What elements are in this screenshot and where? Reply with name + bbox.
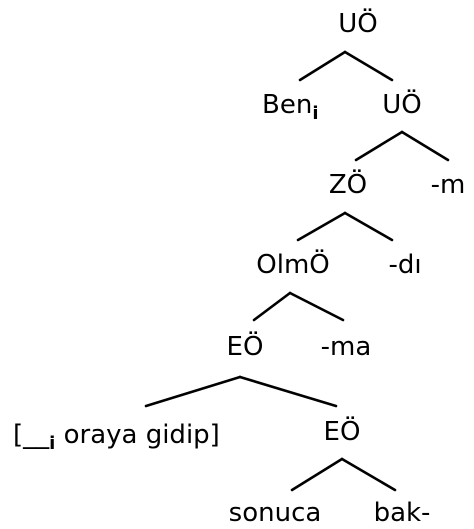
node-clause-open: [__ xyxy=(13,420,50,450)
node-eo-1: EÖ xyxy=(227,330,264,362)
edge-eo1-right xyxy=(238,375,338,408)
edge-uo2-right xyxy=(400,130,450,162)
edge-root-right xyxy=(343,50,394,82)
node-suffix-m: -m xyxy=(431,170,466,200)
node-olmo: OlmÖ xyxy=(256,248,329,280)
edge-olmo-left xyxy=(252,291,292,322)
edge-olmo-right xyxy=(288,291,345,322)
node-bak: bak- xyxy=(374,498,431,528)
node-suffix-ma: -ma xyxy=(321,332,372,362)
node-ben-label: Ben xyxy=(262,90,312,120)
node-ben-index: i xyxy=(312,103,318,124)
node-clause-index: i xyxy=(49,433,55,454)
node-suffix-di: -dı xyxy=(388,250,421,280)
edge-eo1-left xyxy=(144,375,242,408)
edge-zo-left xyxy=(296,211,347,242)
edge-zo-right xyxy=(343,211,394,242)
node-clause-rest: oraya gidip] xyxy=(55,420,219,450)
edge-uo2-left xyxy=(354,130,404,162)
edge-root-left xyxy=(298,50,347,82)
node-eo-2: EÖ xyxy=(324,415,361,447)
node-uo-2: UÖ xyxy=(382,88,422,120)
edge-eo2-right xyxy=(340,457,397,492)
edge-eo2-left xyxy=(290,457,344,492)
node-ben: Beni xyxy=(262,90,318,124)
node-clause: [__i oraya gidip] xyxy=(13,420,220,454)
node-sonuca: sonuca xyxy=(229,498,322,528)
node-root-uo: UÖ xyxy=(338,7,378,39)
node-zo: ZÖ xyxy=(329,168,367,200)
